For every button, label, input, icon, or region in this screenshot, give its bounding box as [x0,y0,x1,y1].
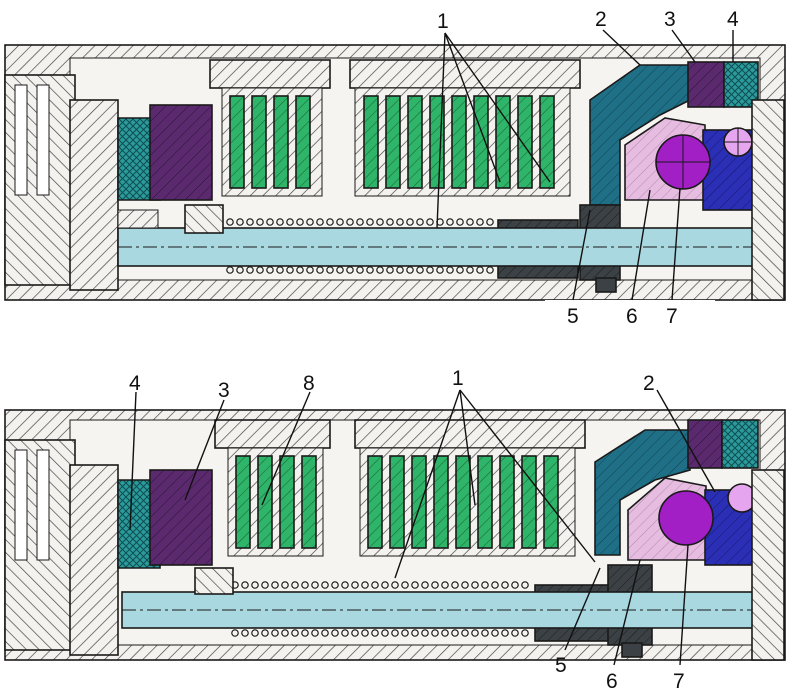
top-upper-plate-2 [349,59,581,89]
top-left-hub [69,99,119,291]
top-label-7: 7 [666,305,678,328]
bottom-label-1: 1 [452,367,464,390]
top-label-strip [545,300,715,335]
top-upper-plate-1 [209,59,331,89]
bottom-label-6: 6 [606,670,618,693]
top-label-4: 4 [727,8,739,31]
bottom-label-5: 5 [555,654,567,677]
top-label-5: 5 [567,305,579,328]
top-spring [226,218,494,274]
bottom-right-wall [751,469,785,661]
bottom-friction-pack-1 [227,447,324,557]
bottom-piston-left [149,469,213,566]
top-label-3: 3 [664,8,676,31]
top-view [4,44,786,301]
top-piston-left [149,104,213,201]
bottom-ball-large [658,490,714,546]
top-labels: 1 2 3 4 5 6 7 [437,8,739,328]
top-piston-right [687,61,725,108]
bottom-hub-teal [594,429,691,556]
bottom-label-strip [110,340,790,405]
bottom-leaders [129,389,716,666]
bottom-label-4: 4 [129,372,141,395]
top-label-2: 2 [595,8,607,31]
top-left-slot-2 [36,84,50,196]
top-right-wall [751,99,785,301]
bottom-spring [231,581,529,637]
bottom-label-8: 8 [303,372,315,395]
bottom-label-7: 7 [673,670,685,693]
top-label-1: 1 [437,10,449,33]
bottom-view [4,409,786,661]
top-friction-pack-1 [221,87,323,197]
bottom-label-2: 2 [643,372,655,395]
top-friction-pack-2 [354,87,571,197]
top-label-6: 6 [626,305,638,328]
top-nut-head [595,277,617,293]
top-left-slot-1 [14,84,28,196]
top-leaders [436,29,734,301]
bottom-label-3: 3 [218,379,230,402]
bottom-labels: 4 3 8 1 2 5 6 7 [129,367,685,693]
bottom-left-hub [69,464,119,656]
bottom-friction-pack-2 [359,447,576,557]
